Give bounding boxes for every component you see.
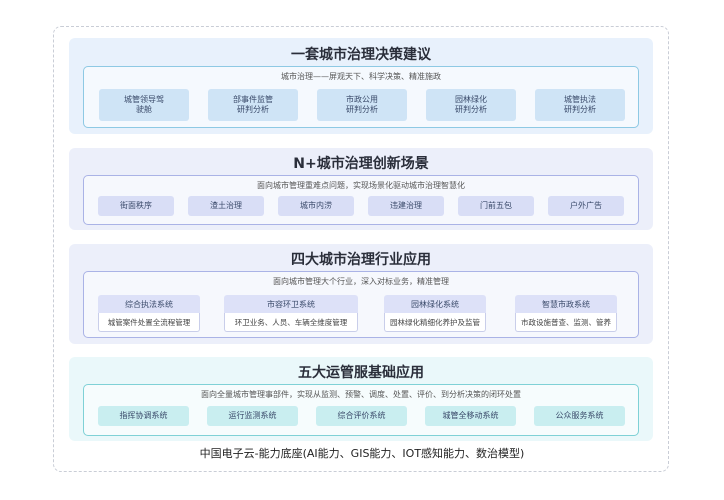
system-name: 综合执法系统	[98, 295, 200, 313]
band-card: 城市治理——屏观天下、科学决策、精准施政 城管领导驾 驶舱部事件监管 研判分析市…	[83, 66, 639, 128]
band-subtitle: 面向城市管理重难点问题，实现场景化驱动城市治理智慧化	[257, 181, 465, 190]
band-card: 面向全量城市管理事部件，实现从监测、预警、调度、处置、评价、到分析决策的闭环处置…	[83, 384, 639, 436]
module-chip: 街面秩序	[98, 196, 174, 216]
band-industry-applications: 四大城市治理行业应用 面向城市管理大个行业，深入对标业务，精准管理 综合执法系统…	[69, 244, 653, 344]
module-chip: 渣土治理	[188, 196, 264, 216]
band-card: 面向城市管理重难点问题，实现场景化驱动城市治理智慧化 街面秩序渣土治理城市内涝违…	[83, 175, 639, 225]
system-description: 园林绿化精细化养护及监管	[384, 313, 486, 332]
system-name: 市容环卫系统	[224, 295, 358, 313]
capability-foundation-footer: 中国电子云-能力底座(AI能力、GIS能力、IOT感知能力、数治模型)	[199, 447, 525, 460]
module-chip: 城管领导驾 驶舱	[99, 89, 189, 121]
module-chip: 综合评价系统	[316, 406, 407, 426]
industry-system: 园林绿化系统园林绿化精细化养护及监管	[384, 295, 486, 332]
module-chip: 园林绿化 研判分析	[426, 89, 516, 121]
system-description: 市政设施普查、监测、管养	[515, 313, 617, 332]
band-title: 一套城市治理决策建议	[291, 47, 431, 63]
band-subtitle: 城市治理——屏观天下、科学决策、精准施政	[281, 72, 441, 81]
module-chip: 市政公用 研判分析	[317, 89, 407, 121]
module-chip: 户外广告	[548, 196, 624, 216]
system-name: 园林绿化系统	[384, 295, 486, 313]
band-subtitle: 面向城市管理大个行业，深入对标业务，精准管理	[273, 277, 449, 286]
band-decision-suggestions: 一套城市治理决策建议 城市治理——屏观天下、科学决策、精准施政 城管领导驾 驶舱…	[69, 38, 653, 134]
industry-system: 综合执法系统城管案件处置全流程管理	[98, 295, 200, 332]
module-chip: 违建治理	[368, 196, 444, 216]
module-chip: 门前五包	[458, 196, 534, 216]
module-chip: 公众服务系统	[534, 406, 625, 426]
module-chip: 运行监测系统	[207, 406, 298, 426]
module-chip: 城管全移动系统	[425, 406, 516, 426]
industry-system: 智慧市政系统市政设施普查、监测、管养	[515, 295, 617, 332]
band-card: 面向城市管理大个行业，深入对标业务，精准管理 综合执法系统城管案件处置全流程管理…	[83, 271, 639, 338]
band-subtitle: 面向全量城市管理事部件，实现从监测、预警、调度、处置、评价、到分析决策的闭环处置	[201, 390, 521, 399]
industry-system: 市容环卫系统环卫业务、人员、车辆全维度管理	[224, 295, 358, 332]
module-chip: 部事件监管 研判分析	[208, 89, 298, 121]
band-title: N+城市治理创新场景	[293, 156, 429, 172]
system-description: 环卫业务、人员、车辆全维度管理	[224, 313, 358, 332]
system-description: 城管案件处置全流程管理	[98, 313, 200, 332]
module-chip: 城管执法 研判分析	[535, 89, 625, 121]
module-chip: 城市内涝	[278, 196, 354, 216]
band-title: 四大城市治理行业应用	[291, 252, 431, 268]
system-name: 智慧市政系统	[515, 295, 617, 313]
band-innovation-scenarios: N+城市治理创新场景 面向城市管理重难点问题，实现场景化驱动城市治理智慧化 街面…	[69, 148, 653, 230]
band-basic-applications: 五大运管服基础应用 面向全量城市管理事部件，实现从监测、预警、调度、处置、评价、…	[69, 357, 653, 441]
outer-dashed-frame	[53, 26, 669, 472]
module-chip: 指挥协调系统	[98, 406, 189, 426]
band-title: 五大运管服基础应用	[298, 365, 424, 381]
